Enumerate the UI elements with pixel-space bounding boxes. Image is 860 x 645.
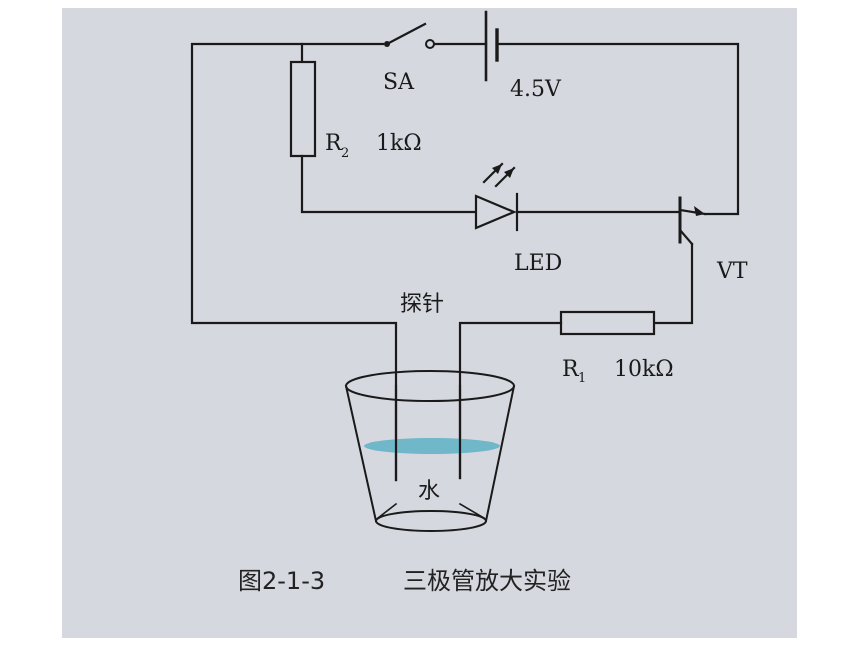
- transistor-vt: [678, 196, 707, 246]
- r1-letter: R: [562, 357, 580, 382]
- r1-subscript: 1: [578, 371, 586, 386]
- resistor-r2: [289, 60, 317, 158]
- transistor-label: VT: [716, 259, 748, 284]
- wire-r2-to-led: [300, 154, 478, 214]
- resistor-r1: [559, 310, 656, 336]
- r2-letter: R: [325, 131, 343, 156]
- r2-value: 1kΩ: [376, 131, 422, 156]
- switch-label: SA: [383, 70, 415, 95]
- figure-title: 三极管放大实验: [403, 567, 571, 595]
- battery-label: 4.5V: [510, 77, 562, 102]
- r1-value: 10kΩ: [614, 357, 674, 382]
- wire-left-loop: [190, 42, 398, 482]
- wire-vt-to-r1: [652, 242, 694, 325]
- battery-symbol: [484, 10, 499, 82]
- r2-subscript: 2: [341, 146, 349, 161]
- led-label: LED: [514, 251, 562, 276]
- probe-label: 探针: [400, 292, 444, 317]
- switch-sa: [384, 22, 435, 49]
- led-symbol: [474, 162, 519, 232]
- figure-number: 图2-1-3: [238, 567, 325, 595]
- wire-top-right: [495, 42, 740, 216]
- water-cup: [344, 370, 516, 532]
- water-surface: [364, 438, 500, 454]
- cup-label: 水: [418, 479, 440, 504]
